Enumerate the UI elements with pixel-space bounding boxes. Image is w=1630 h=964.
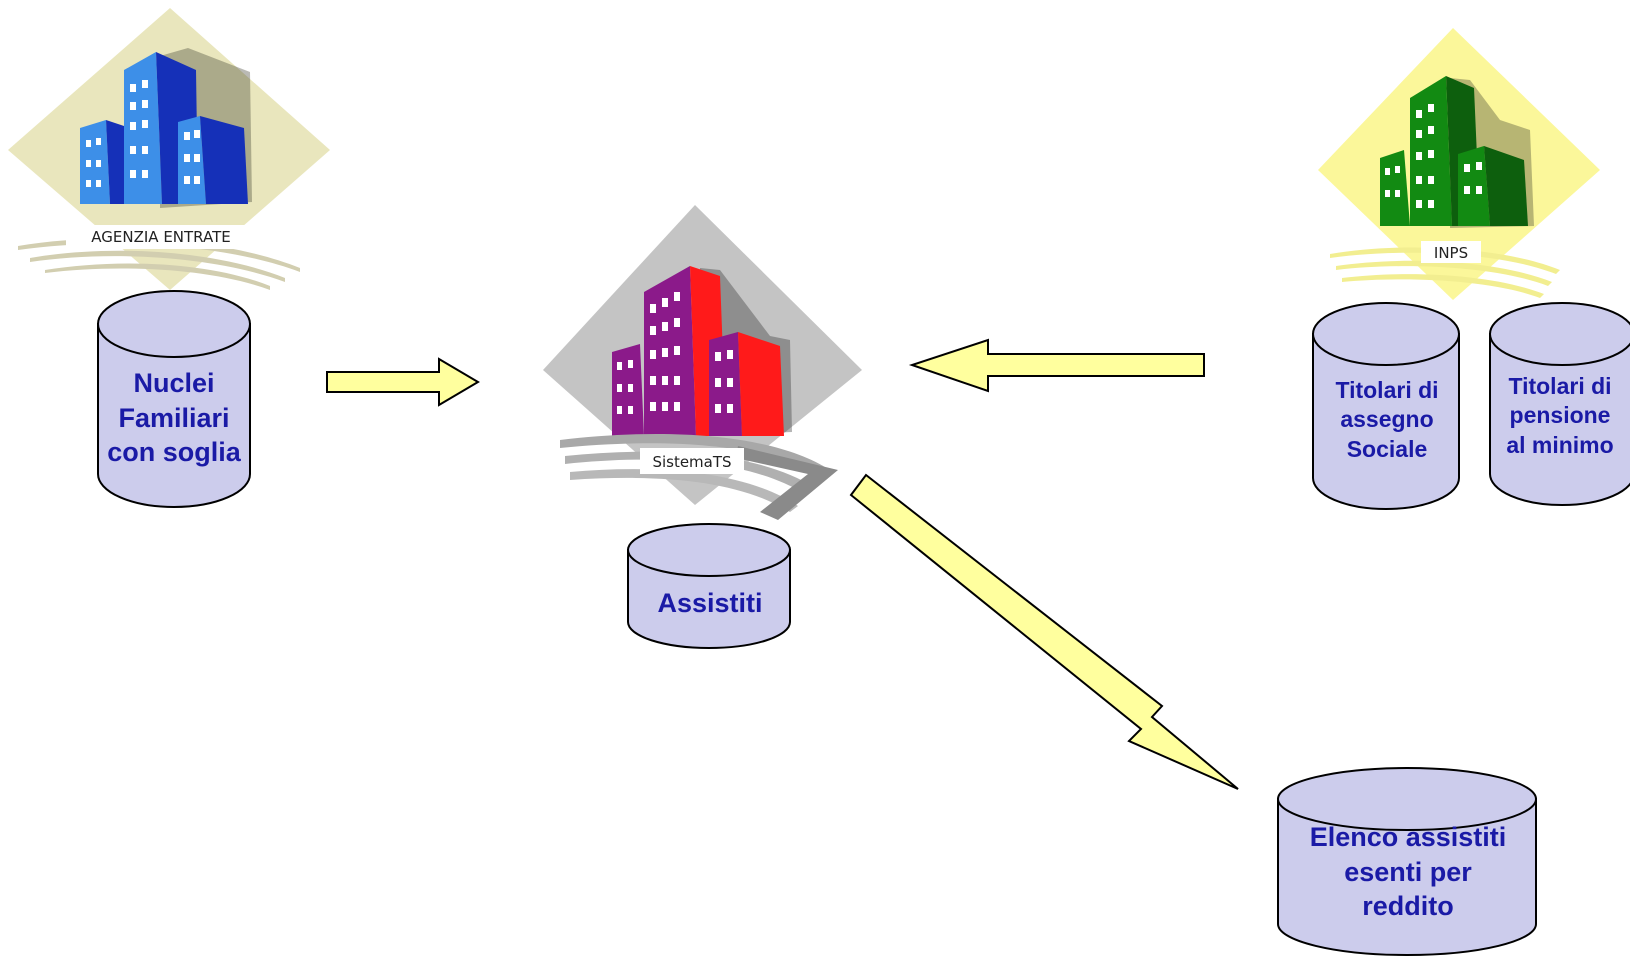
sistema-label-box	[640, 448, 744, 474]
arrow-inps-to-sistema	[908, 338, 1205, 393]
agenzia-label-box	[66, 225, 256, 249]
elenco-assistiti-label: Elenco assistiti esenti per reddito	[1309, 822, 1507, 922]
sistema-label: SistemaTS	[652, 453, 731, 471]
database-cylinder-assistiti	[627, 523, 791, 649]
database-cylinder-nuclei	[97, 290, 251, 508]
arrow-sistema-to-elenco	[849, 473, 1239, 790]
nuclei-familiari-label: Nuclei Familiari con soglia	[107, 368, 241, 468]
inps-label: INPS	[1434, 244, 1468, 262]
office-building-icon	[612, 266, 792, 436]
office-building-icon	[80, 48, 252, 208]
database-cylinder-titolari-pensione	[1489, 302, 1630, 506]
sistema-ts-node: SistemaTS	[543, 205, 862, 520]
agenzia-label: AGENZIA ENTRATE	[91, 228, 230, 246]
inps-node: INPS	[1318, 28, 1600, 300]
titolari-assegno-label: Titolari di assegno Sociale	[1335, 377, 1439, 462]
office-building-icon	[1380, 76, 1534, 228]
titolari-pensione-label: Titolari di pensione al minimo	[1506, 373, 1614, 458]
database-cylinder-elenco	[1277, 767, 1537, 956]
database-cylinder-titolari-assegno	[1312, 302, 1460, 510]
arrow-agenzia-to-sistema	[326, 357, 480, 407]
assistiti-label: Assistiti	[657, 588, 763, 618]
agenzia-entrate-node: AGENZIA ENTRATE	[8, 8, 330, 290]
inps-label-box	[1421, 241, 1481, 263]
